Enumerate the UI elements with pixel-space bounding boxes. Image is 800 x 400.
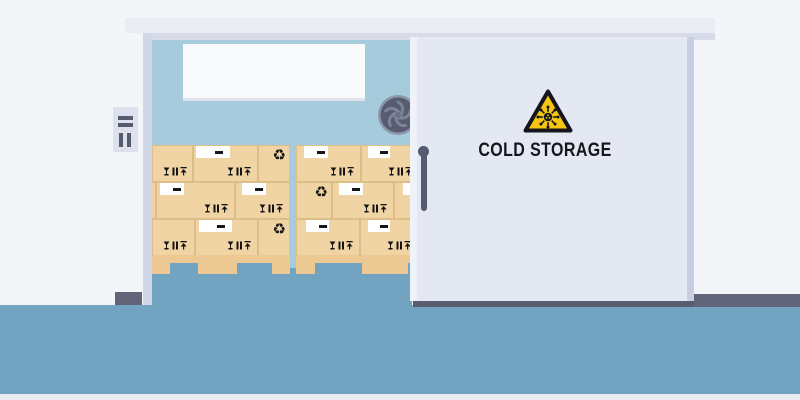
- storage-box: [193, 145, 258, 182]
- door-frame-column: [143, 33, 152, 305]
- label-dash: [214, 151, 223, 154]
- storage-box: [235, 182, 290, 219]
- door-shadow: [413, 301, 694, 307]
- shipping-icons: [329, 241, 353, 250]
- interior-floor: [152, 268, 412, 305]
- panel-button: [118, 116, 133, 120]
- box-label: [368, 146, 390, 158]
- label-dash: [352, 188, 361, 191]
- shipping-icons: [163, 241, 187, 250]
- door-handle-icon: [418, 146, 429, 157]
- label-dash: [255, 188, 264, 191]
- label-dash: [217, 225, 226, 228]
- shipping-icons: [259, 204, 283, 213]
- shipping-icons: [163, 167, 187, 176]
- interior-contents: ♻ ♻ ♻ ♻: [152, 40, 412, 305]
- box-label: [403, 183, 412, 195]
- door-left-highlight: [410, 37, 417, 301]
- shipping-icons: [387, 241, 411, 250]
- storage-box: [296, 219, 360, 256]
- wall-foot-block: [115, 292, 142, 305]
- storage-box: [156, 182, 235, 219]
- storage-box: [332, 182, 394, 219]
- recycle-icon: ♻: [272, 220, 286, 238]
- box-label: [306, 220, 329, 232]
- label-dash: [173, 188, 182, 191]
- shipping-icons: [227, 167, 251, 176]
- cold-room-interior: ♻ ♻ ♻ ♻: [152, 40, 412, 305]
- pallet-legs: [152, 263, 290, 274]
- box-label: [199, 220, 232, 232]
- pallet-deck: [296, 255, 412, 263]
- label-dash: [380, 151, 389, 154]
- fan-unit: [183, 44, 412, 135]
- shipping-icons: [363, 204, 387, 213]
- storage-box: [152, 145, 193, 182]
- storage-box: ♻: [296, 182, 332, 219]
- sliding-door: COLD STORAGE: [410, 37, 694, 301]
- storage-box: [361, 145, 412, 182]
- floor-bottom-edge: [0, 394, 800, 400]
- panel-button: [119, 133, 123, 147]
- pallet-slot: [237, 263, 272, 274]
- control-panel: [113, 107, 138, 152]
- recycle-icon: ♻: [272, 146, 286, 164]
- box-label: [242, 183, 266, 195]
- pallet-deck: [152, 255, 290, 263]
- panel-button: [127, 133, 131, 147]
- storage-box: ♻: [258, 145, 290, 182]
- box-label: [160, 183, 184, 195]
- storage-box: [152, 219, 195, 256]
- door-right-edge: [687, 37, 694, 301]
- storage-box: ♻: [258, 219, 290, 256]
- label-dash: [317, 151, 326, 154]
- fan-icon: [378, 95, 412, 135]
- storage-box: [296, 145, 361, 182]
- recycle-icon: ♻: [314, 183, 328, 201]
- storage-box: [360, 219, 412, 256]
- door-sign-label: COLD STORAGE: [478, 140, 612, 161]
- shipping-icons: [330, 167, 354, 176]
- label-dash: [380, 225, 389, 228]
- storage-box: ♻: [152, 182, 156, 219]
- storage-box: [195, 219, 258, 256]
- shipping-icons: [388, 167, 412, 176]
- right-baseboard: [692, 294, 800, 307]
- storage-box: [394, 182, 412, 219]
- pallet-slot: [315, 263, 362, 274]
- door-handle: [420, 152, 427, 211]
- panel-button: [118, 123, 133, 127]
- box-label: [368, 220, 390, 232]
- box-label: [196, 146, 230, 158]
- freeze-warning-icon: [523, 89, 573, 133]
- box-label: [339, 183, 363, 195]
- label-dash: [318, 225, 327, 228]
- shipping-icons: [227, 241, 251, 250]
- box-label: [304, 146, 328, 158]
- door-track-beam: [125, 18, 715, 33]
- exterior-floor: [0, 305, 800, 394]
- shipping-icons: [204, 204, 228, 213]
- door-track-shadow: [143, 33, 715, 40]
- pallet-slot: [170, 263, 198, 274]
